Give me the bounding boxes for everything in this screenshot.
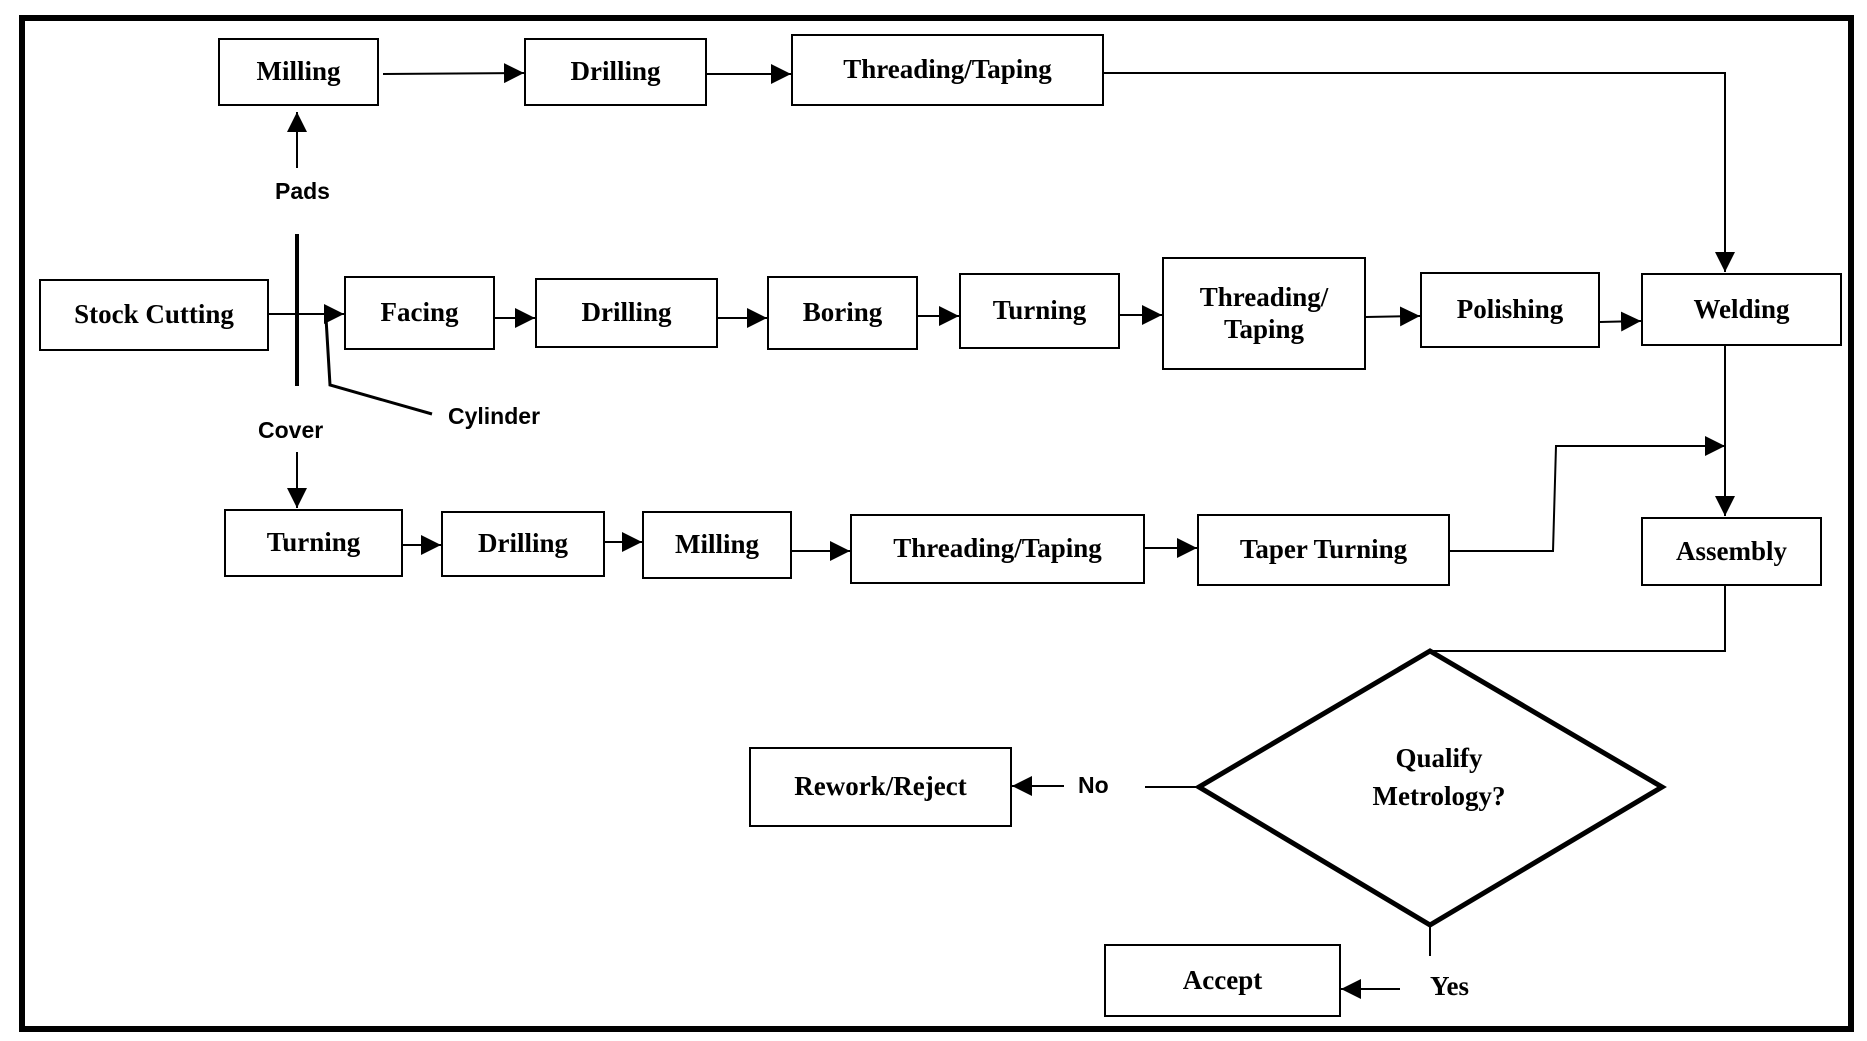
accept-label: Accept <box>1182 964 1263 995</box>
facing-box: Facing <box>344 276 495 350</box>
rework-reject-label: Rework/Reject <box>794 771 967 802</box>
welding-label: Welding <box>1693 293 1790 324</box>
decision-label-line2: Metrology? <box>1372 780 1506 811</box>
turning-bot-box: Turning <box>224 509 403 577</box>
threading-mid-label-line1: Threading/ <box>1199 282 1329 313</box>
threading-bot-box: Threading/Taping <box>850 514 1145 584</box>
milling-top-label: Milling <box>256 56 341 87</box>
stock-cutting-box: Stock Cutting <box>39 279 269 351</box>
yes-label: Yes <box>1430 971 1469 1001</box>
drilling-top-box: Drilling <box>524 38 707 106</box>
assembly-label: Assembly <box>1675 535 1787 566</box>
taper-turning-box: Taper Turning <box>1197 514 1450 586</box>
cylinder-label: Cylinder <box>448 403 541 429</box>
arrow-polishing-welding <box>1599 311 1642 332</box>
arrow-threading-polishing <box>1365 306 1421 327</box>
assembly-box: Assembly <box>1641 517 1822 586</box>
line-assembly-decision <box>1430 586 1726 652</box>
accept-box: Accept <box>1104 944 1341 1017</box>
facing-label: Facing <box>380 297 459 328</box>
no-label: No <box>1078 772 1109 798</box>
polishing-box: Polishing <box>1420 272 1600 348</box>
welding-box: Welding <box>1641 273 1842 346</box>
arrow-milling-drilling <box>382 63 525 84</box>
milling-top-box: Milling <box>218 38 379 106</box>
decision-label-line1: Qualify <box>1395 743 1483 773</box>
threading-mid-label-line2: Taping <box>1223 313 1305 344</box>
cover-label: Cover <box>258 417 324 443</box>
threading-bot-label: Threading/Taping <box>893 533 1102 564</box>
line-cylinder <box>324 317 433 416</box>
line-threading-welding <box>1104 72 1735 272</box>
polishing-label: Polishing <box>1456 294 1564 325</box>
drilling-mid-box: Drilling <box>535 278 718 348</box>
drilling-top-label: Drilling <box>570 56 661 87</box>
drilling-mid-label: Drilling <box>581 297 672 328</box>
stock-cutting-label: Stock Cutting <box>74 299 234 330</box>
turning-bot-label: Turning <box>266 527 361 558</box>
rework-reject-box: Rework/Reject <box>749 747 1012 827</box>
diagram-frame <box>19 15 1854 1032</box>
pads-label: Pads <box>275 178 330 204</box>
taper-turning-label: Taper Turning <box>1239 534 1408 565</box>
threading-top-label: Threading/Taping <box>843 54 1052 85</box>
threading-mid-box: Threading/ Taping <box>1162 257 1366 370</box>
line-taper-welding <box>1450 436 1725 552</box>
turning-mid-label: Turning <box>992 295 1087 326</box>
drilling-bot-label: Drilling <box>477 528 568 559</box>
milling-bot-label: Milling <box>674 529 759 560</box>
milling-bot-box: Milling <box>642 511 792 579</box>
drilling-bot-box: Drilling <box>441 511 605 577</box>
turning-mid-box: Turning <box>959 273 1120 349</box>
decision-label: Qualify Metrology? <box>1329 740 1549 816</box>
boring-box: Boring <box>767 276 918 350</box>
boring-label: Boring <box>802 297 883 328</box>
threading-top-box: Threading/Taping <box>791 34 1104 106</box>
